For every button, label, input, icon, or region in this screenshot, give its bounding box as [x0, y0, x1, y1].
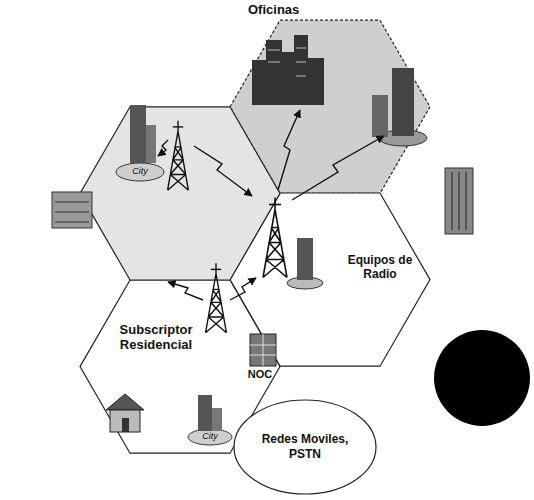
- apartment-wall: [52, 192, 92, 228]
- city-building: [198, 395, 212, 431]
- office-building: [308, 58, 324, 105]
- office-building: [282, 52, 294, 105]
- radio-link: [194, 146, 252, 196]
- window-line: [55, 212, 89, 213]
- radio-tower: [206, 263, 227, 332]
- city-building: [212, 408, 222, 431]
- window-line: [459, 172, 460, 230]
- noc-label: NOC: [244, 368, 276, 381]
- window-line: [452, 172, 453, 230]
- window-line: [268, 62, 280, 63]
- network-circle: Redes Moviles, PSTN: [233, 399, 377, 495]
- circle-label: Redes Moviles, PSTN: [259, 432, 351, 462]
- building-tag: City: [196, 431, 224, 442]
- office-building: [294, 35, 308, 105]
- apartment-building: [52, 192, 92, 228]
- office-wall: [445, 168, 473, 234]
- noc-building: [250, 334, 276, 366]
- building-tag: City: [126, 166, 154, 177]
- cell-heading: Oficinas: [248, 2, 320, 18]
- office-skyline: [252, 35, 324, 105]
- radio-tower: [168, 121, 189, 190]
- office-building: [445, 168, 473, 234]
- radio-link: [292, 136, 384, 200]
- office-building: [252, 60, 266, 105]
- cell-hexagon: [80, 107, 280, 280]
- house-wall: [110, 410, 140, 432]
- radio-link: [168, 282, 203, 300]
- window-line: [263, 334, 264, 366]
- city-building: [146, 125, 156, 163]
- building-base: [116, 163, 164, 181]
- window-line: [296, 62, 306, 63]
- house-door: [122, 418, 129, 432]
- office-tower: [392, 68, 414, 136]
- window-line: [55, 202, 89, 203]
- window-line: [296, 76, 306, 77]
- window-line: [55, 222, 89, 223]
- window-line: [268, 50, 280, 51]
- window-line: [296, 48, 306, 49]
- city-building: [297, 238, 313, 280]
- radio-link: [230, 278, 256, 300]
- building-base: [188, 429, 232, 445]
- building-windows: [268, 48, 306, 76]
- radio-tower: [263, 198, 287, 278]
- house-roof: [106, 394, 144, 410]
- cell-heading: Subscriptor Residencial: [110, 322, 202, 352]
- window-line: [466, 172, 467, 230]
- radio-link: [278, 110, 300, 190]
- office-building: [266, 40, 282, 105]
- black-cloud: [434, 330, 530, 426]
- cell-heading: Equipos de Radio: [345, 253, 415, 281]
- radio-link: [158, 140, 168, 156]
- noc-wall: [250, 334, 276, 366]
- city-building: [130, 105, 146, 163]
- radio-links: [158, 110, 384, 300]
- residential-house: [106, 394, 144, 432]
- office-tower: [372, 95, 388, 137]
- circle-outline: [234, 400, 376, 494]
